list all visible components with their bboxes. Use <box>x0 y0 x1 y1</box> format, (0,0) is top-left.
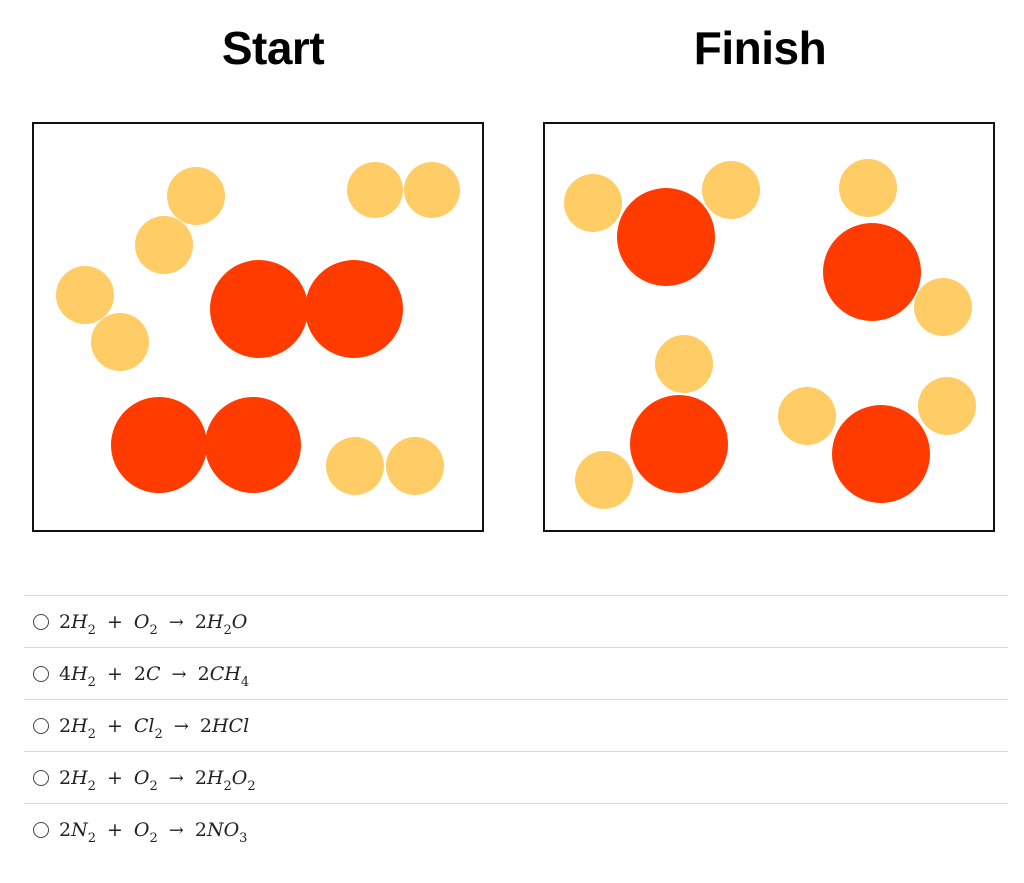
h-atom <box>56 266 114 324</box>
equation: 2H2 + O2 → 2H2O2 <box>59 766 256 795</box>
h-atom <box>914 278 972 336</box>
equation: 2N2 + O2 → 2NO3 <box>59 818 248 847</box>
equation: 2H2 + O2 → 2H2O <box>59 610 248 639</box>
choice-d[interactable]: 2H2 + O2 → 2H2O2 <box>24 751 1008 803</box>
radio-button[interactable] <box>33 665 49 682</box>
h-atom <box>778 387 836 445</box>
finish-diagram <box>543 122 995 532</box>
radio-button[interactable] <box>33 821 49 838</box>
equation: 4H2 + 2C → 2CH4 <box>59 662 250 691</box>
radio-button[interactable] <box>33 717 49 734</box>
h-atom <box>167 167 225 225</box>
finish-title: Finish <box>693 22 827 74</box>
finish-molecules <box>564 159 976 509</box>
h-atom <box>386 437 444 495</box>
h-atom <box>135 216 193 274</box>
h-atom <box>91 313 149 371</box>
o-atom <box>111 397 207 493</box>
o-atom <box>630 395 728 493</box>
equation: 2H2 + Cl2 → 2HCl <box>59 714 250 743</box>
h-atom <box>918 377 976 435</box>
radio-button[interactable] <box>33 769 49 786</box>
o-atom <box>617 188 715 286</box>
start-molecules <box>56 162 460 495</box>
choice-b[interactable]: 4H2 + 2C → 2CH4 <box>24 647 1008 699</box>
o-atom <box>832 405 930 503</box>
choice-e[interactable]: 2N2 + O2 → 2NO3 <box>24 803 1008 855</box>
h-atom <box>347 162 403 218</box>
h-atom <box>702 161 760 219</box>
o-atom <box>305 260 403 358</box>
h-atom <box>326 437 384 495</box>
choice-c[interactable]: 2H2 + Cl2 → 2HCl <box>24 699 1008 751</box>
radio-button[interactable] <box>33 613 49 630</box>
h-atom <box>655 335 713 393</box>
h-atom <box>839 159 897 217</box>
answer-choices: 2H2 + O2 → 2H2O 4H2 + 2C → 2CH4 2H2 + Cl… <box>24 595 1008 855</box>
o-atom <box>205 397 301 493</box>
start-diagram <box>32 122 484 532</box>
start-title: Start <box>221 22 325 74</box>
choice-a[interactable]: 2H2 + O2 → 2H2O <box>24 595 1008 647</box>
h-atom <box>404 162 460 218</box>
h-atom <box>564 174 622 232</box>
o-atom <box>823 223 921 321</box>
o-atom <box>210 260 308 358</box>
h-atom <box>575 451 633 509</box>
